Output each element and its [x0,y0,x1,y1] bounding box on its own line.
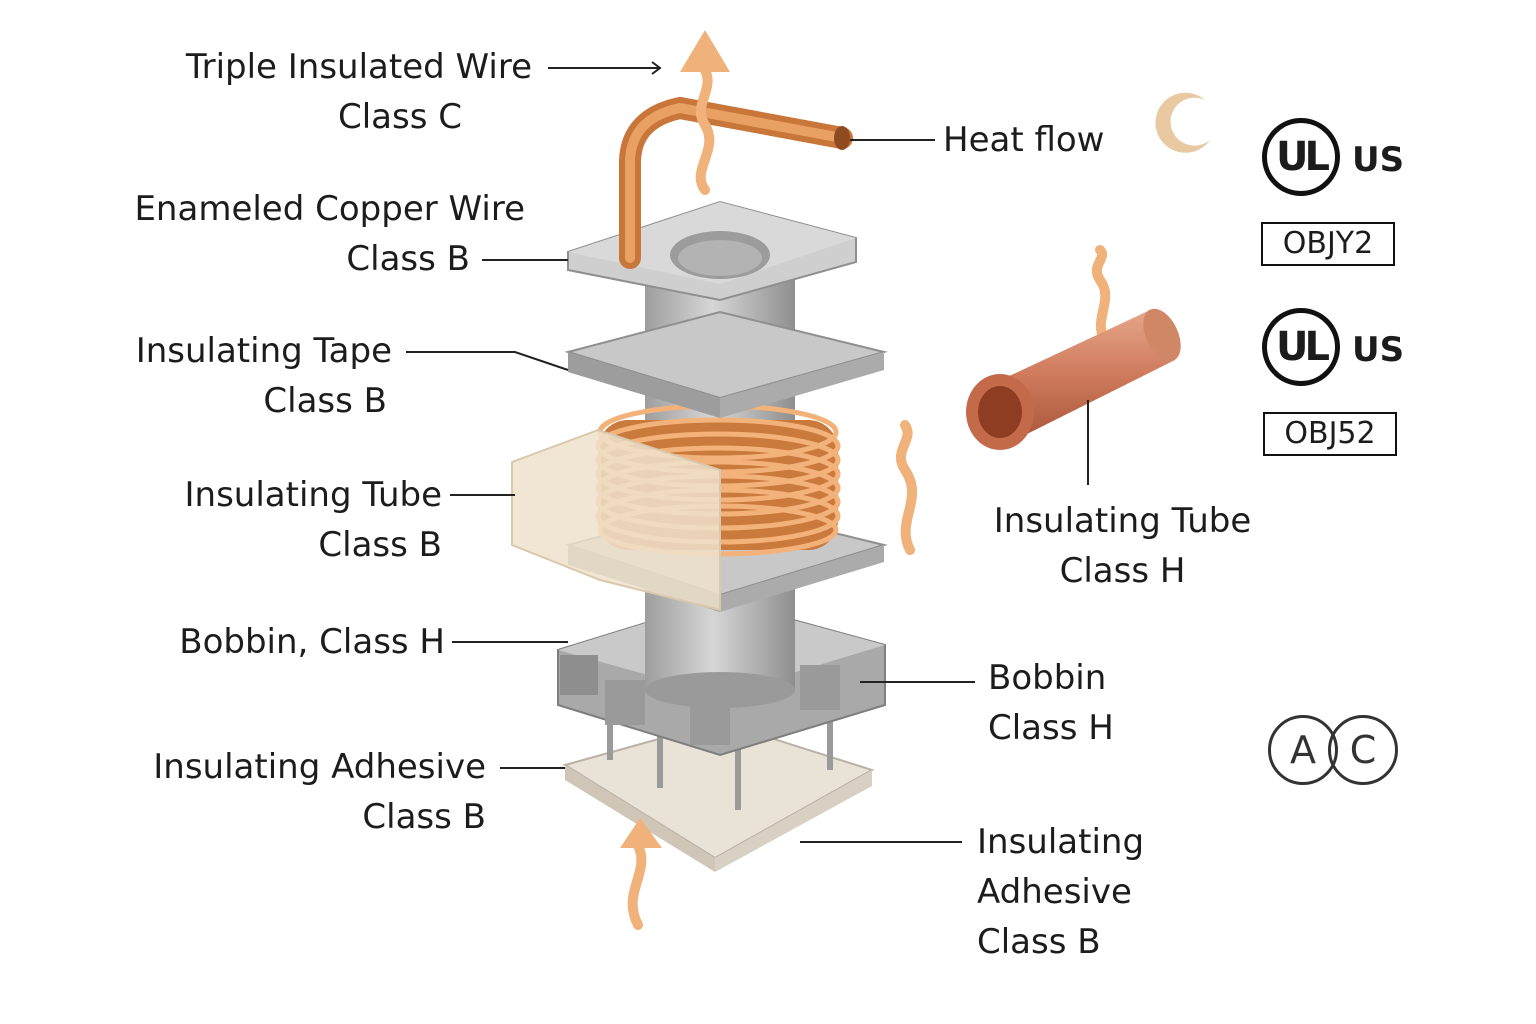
ul-country: US [1352,330,1405,370]
label-insulating-tube-left: Insulating Tube Class B [184,475,443,565]
top-flange [567,200,857,302]
label-heat-flow: Heat flow [943,120,1105,160]
copper-insulating-tube [966,308,1181,450]
ul-logo-icon: UL [1262,118,1340,196]
insulating-tape-wrap [511,428,721,612]
bobbin-base [557,598,886,757]
ul-logo-icon: UL [1262,308,1340,386]
heat-arrowhead-up [680,30,730,72]
label-insulating-adhesive-right: Insulating Adhesive Class B [977,822,1145,962]
ul-file-code-1: OBJY2 [1261,222,1395,266]
label-triple-insulated-wire: Triple Insulated Wire Class C [185,47,532,137]
heat-arrowhead-bottom [620,818,662,848]
label-insulating-tube-right: Insulating Tube Class H [993,501,1252,591]
heat-arrows [627,65,1111,930]
leader-lines [406,61,1089,843]
middle-flange [564,310,888,418]
label-insulating-tape: Insulating Tape Class B [135,331,392,421]
lead-wire [619,96,853,269]
ul-country: US [1352,140,1405,180]
ul-certification-mark-2: UL US [1262,308,1405,398]
label-bobbin-right: Bobbin Class H [988,658,1114,748]
ul-certification-mark-1: UL US [1262,118,1405,208]
flame-icon [1155,92,1210,153]
label-insulating-adhesive-left: Insulating Adhesive Class B [153,747,486,837]
label-bobbin-left: Bobbin, Class H [179,622,445,662]
ac-circle-right: C [1328,715,1398,785]
label-enameled-copper-wire: Enameled Copper Wire Class B [134,189,525,279]
ul-file-code-2: OBJ52 [1263,412,1397,456]
